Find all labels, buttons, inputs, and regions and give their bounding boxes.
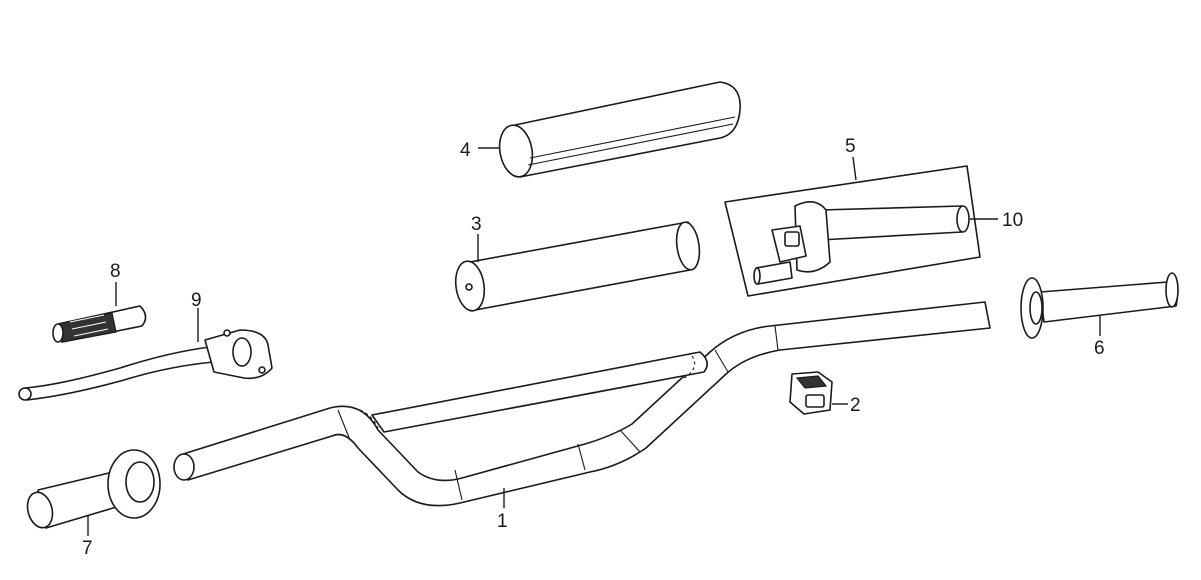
part-1-handlebar [173,301,991,507]
callout-8: 8 [110,261,121,282]
part-2-clamp-block [789,371,833,415]
callout-3: 3 [471,214,482,235]
part-4-handlebar-pad [498,81,741,178]
part-9-clutch-lever [18,329,273,401]
part-7-left-grip [26,449,161,529]
part-5-throttle-assembly [724,165,981,297]
callout-9: 9 [191,290,202,311]
leader-lines [87,147,1101,536]
callout-6: 6 [1094,338,1105,359]
part-8-grip-sleeve [52,305,147,343]
callout-2: 2 [850,395,861,416]
callout-labels: 1 2 3 4 5 6 7 8 9 10 [82,136,1105,559]
callout-1: 1 [497,511,508,532]
part-6-right-grip [1020,272,1179,339]
callout-7: 7 [82,538,93,559]
callout-10: 10 [1002,210,1023,231]
part-3-crossbar-pad [454,221,701,312]
callout-4: 4 [460,140,471,161]
callout-5: 5 [845,136,856,157]
